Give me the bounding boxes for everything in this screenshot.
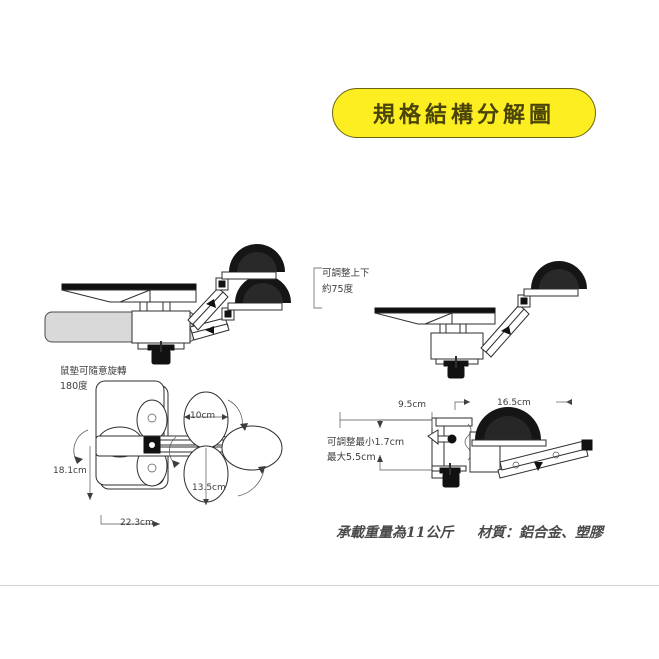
dimension-line-swing-depth — [203, 448, 209, 505]
keyboard-tray-top-right — [374, 307, 496, 337]
page-title-banner: 規格結構分解圖 — [332, 88, 596, 138]
dimension-line-pad-width — [184, 414, 228, 420]
keyboard-tray-top-left — [61, 283, 197, 317]
arm-upper-top-left — [187, 244, 285, 331]
material-caption: 材質：鋁合金、塑膠 — [477, 525, 603, 541]
dimension-tray-width: 22.3cm — [120, 518, 154, 528]
adjust-annotation-line1: 可調整最小1.7cm — [327, 437, 405, 448]
adjust-range-bracket — [377, 419, 432, 471]
arm-detail-view — [497, 439, 593, 479]
page-title: 規格結構分解圖 — [372, 103, 555, 128]
clamp-body-detail — [427, 417, 473, 488]
rotation-arrow-left — [73, 429, 89, 464]
dimension-tray-depth: 18.1cm — [53, 466, 87, 476]
rotation-annotation-line1: 鼠墊可隨意旋轉 — [60, 366, 127, 377]
dimension-line-pad-reach — [454, 399, 572, 410]
dimension-clamp-depth: 9.5cm — [398, 400, 427, 410]
dimension-pad-reach: 16.5cm — [497, 398, 531, 408]
footer-divider — [0, 585, 659, 586]
arm-lower-top-left — [189, 275, 291, 341]
angle-range-bracket — [313, 267, 322, 309]
arm-top-right — [480, 261, 587, 358]
dimension-swing-depth: 13.5cm — [192, 483, 226, 493]
dimension-line-tray-width — [100, 515, 160, 527]
angle-annotation-line2: 約75度 — [322, 284, 354, 295]
adjust-annotation-line2: 最大5.5cm — [327, 452, 376, 463]
load-capacity-caption: 承載重量為11公斤 — [336, 525, 454, 541]
angle-annotation-line1: 可調整上下 — [322, 268, 370, 279]
clamp-assembly-top-left — [131, 310, 191, 365]
dimension-pad-width: 10cm — [190, 411, 216, 421]
mouse-pad-detail — [471, 407, 547, 447]
dimension-line-tray-depth — [87, 446, 93, 500]
rotation-annotation-line2: 180度 — [60, 381, 88, 392]
clamp-assembly-top-right — [430, 332, 484, 379]
rotation-arrows-right — [169, 399, 266, 497]
